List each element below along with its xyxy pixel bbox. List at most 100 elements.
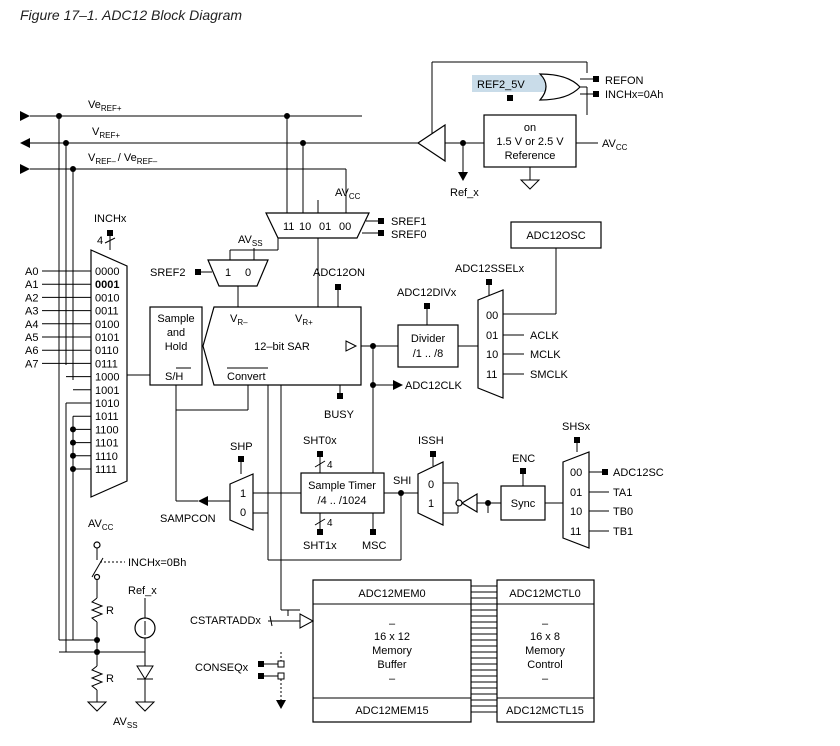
inch-code-0101: 0101	[95, 332, 119, 344]
convert-label: Convert	[227, 371, 266, 383]
adc12mctl15-label: ADC12MCTL15	[506, 705, 584, 717]
sht0x-bits: 4	[327, 460, 333, 471]
inch-code-1111: 1111	[95, 464, 117, 476]
sar-label: 12–bit SAR	[254, 341, 310, 353]
memory-block: ADC12MEM0 – 16 x 12 Memory Buffer – ADC1…	[190, 579, 595, 723]
inchx-width: 4	[97, 235, 103, 247]
inch-code-1010: 1010	[95, 398, 119, 410]
ctl-dash-top: –	[542, 618, 549, 630]
adc12on-label: ADC12ON	[313, 267, 365, 279]
shi-label: SHI	[393, 475, 411, 487]
sh-line3: Hold	[165, 341, 188, 353]
reference-label: Reference	[505, 150, 556, 162]
ref2-5v-label: REF2_5V	[477, 79, 525, 91]
inch-code-0000: 0000	[95, 266, 119, 278]
shp-in-0: 0	[240, 507, 246, 519]
ctl-memory: Memory	[525, 645, 565, 657]
adc12osc-label: ADC12OSC	[526, 230, 585, 242]
or-gate	[538, 73, 581, 101]
ssel-in-01: 01	[486, 330, 498, 342]
sref2-in-1: 1	[225, 267, 231, 279]
sref0-label: SREF0	[391, 229, 426, 241]
ssel-in-11: 11	[486, 369, 497, 381]
reference-bus: VeREF+ VREF+ VREF–/ VeREF–	[20, 99, 418, 640]
shs-in-11: 11	[570, 526, 581, 538]
inch-code-0001: 0001	[95, 279, 119, 291]
shs-mux: SHSx 00 01 10 11 ADC12SC TA1 TB0 TB1	[562, 421, 664, 549]
conseq-label: CONSEQx	[195, 662, 249, 674]
ref-x-label: Ref_x	[450, 187, 479, 199]
r-lower-label: R	[106, 673, 114, 685]
ground-symbol	[519, 179, 541, 190]
clock-select: ADC12OSC ADC12SSELx 00 01 10 11 ACLK MCL…	[455, 221, 602, 399]
reference-on-label: on	[524, 122, 536, 134]
sref-mux: AVCC 11 10 01 00 SREF1 SREF0	[265, 187, 426, 307]
sampcon-label: SAMPCON	[160, 513, 216, 525]
sref-in-10: 10	[299, 221, 311, 233]
sync-block: ENC Sync	[500, 453, 563, 521]
mem-memory: Memory	[372, 645, 412, 657]
sample-timer: SHT0x 4 Sample Timer /4 .. /1024 4 SHT1x…	[267, 435, 418, 561]
analog-pin-a1: A1	[25, 279, 38, 291]
temp-avss-label: AVSS	[113, 716, 138, 730]
tb0-label: TB0	[613, 506, 633, 518]
vr-minus-label: VR–	[230, 313, 248, 327]
inch-code-0010: 0010	[95, 292, 119, 304]
analog-pin-a6: A6	[25, 345, 38, 357]
analog-pin-a0: A0	[25, 266, 38, 278]
shp-mux: SHP 1 0 SAMPCON	[160, 441, 301, 531]
smclk-label: SMCLK	[530, 369, 569, 381]
analog-pin-a3: A3	[25, 306, 38, 318]
mem-dash-bottom: –	[389, 673, 396, 685]
r-upper-label: R	[106, 605, 114, 617]
sref2-label: SREF2	[150, 267, 185, 279]
memory-link-lines	[471, 585, 497, 713]
inch-mux-body	[90, 249, 128, 498]
sht1x-label: SHT1x	[303, 540, 337, 552]
temp-avcc-label: AVCC	[88, 518, 114, 532]
adc12mctl0-label: ADC12MCTL0	[509, 588, 581, 600]
analog-pin-a2: A2	[25, 292, 38, 304]
inch-code-0100: 0100	[95, 319, 119, 331]
divider-block: ADC12DIVx Divider /1 .. /8 ADC12CLK	[370, 287, 478, 490]
vref-plus-arrow	[20, 138, 30, 148]
adc12mem0-label: ADC12MEM0	[358, 588, 425, 600]
analog-pin-a4: A4	[25, 319, 38, 331]
diode	[136, 665, 154, 680]
ssel-in-10: 10	[486, 349, 498, 361]
sht1x-bits: 4	[327, 518, 333, 529]
aclk-label: ACLK	[530, 330, 559, 342]
issh-in-0: 0	[428, 479, 434, 491]
ta1-label: TA1	[613, 487, 632, 499]
timer-line1: Sample Timer	[308, 480, 376, 492]
resistor-upper	[90, 597, 104, 623]
shp-in-1: 1	[240, 488, 246, 500]
inch-code-0110: 0110	[95, 345, 119, 357]
reference-block: REF2_5V REFON INCHx=0Ah on 1.5 V or 2.5 …	[416, 61, 663, 199]
adc12clk-label: ADC12CLK	[405, 380, 463, 392]
adc12divx-label: ADC12DIVx	[397, 287, 457, 299]
veref-plus-arrow	[20, 111, 30, 121]
ctl-dash-bottom: –	[542, 673, 549, 685]
inch-codes: 0000000100100011010001010110011110001001…	[95, 266, 119, 476]
mclk-label: MCLK	[530, 349, 561, 361]
issh-in-1: 1	[428, 498, 434, 510]
adc12mem15-label: ADC12MEM15	[355, 705, 428, 717]
vr-plus-label: VR+	[295, 313, 313, 327]
sref-in-01: 01	[319, 221, 331, 233]
inch-code-1100: 1100	[95, 424, 119, 436]
sref-avcc-label: AVCC	[335, 187, 361, 201]
sref1-label: SREF1	[391, 216, 426, 228]
sref2-mux: AVSS 1 0 SREF2	[150, 234, 279, 307]
busy-label: BUSY	[324, 409, 355, 421]
inch-mux: INCHx 4 00000001001000110100010101100111…	[25, 213, 150, 652]
inch-code-1011: 1011	[95, 411, 119, 423]
shsx-label: SHSx	[562, 421, 591, 433]
mem-size: 16 x 12	[374, 631, 410, 643]
divider-line2: /1 .. /8	[413, 348, 444, 360]
inchx-0bh-label: INCHx=0Bh	[128, 557, 186, 569]
sh-label: S/H	[165, 371, 183, 383]
sref-in-00: 00	[339, 221, 351, 233]
